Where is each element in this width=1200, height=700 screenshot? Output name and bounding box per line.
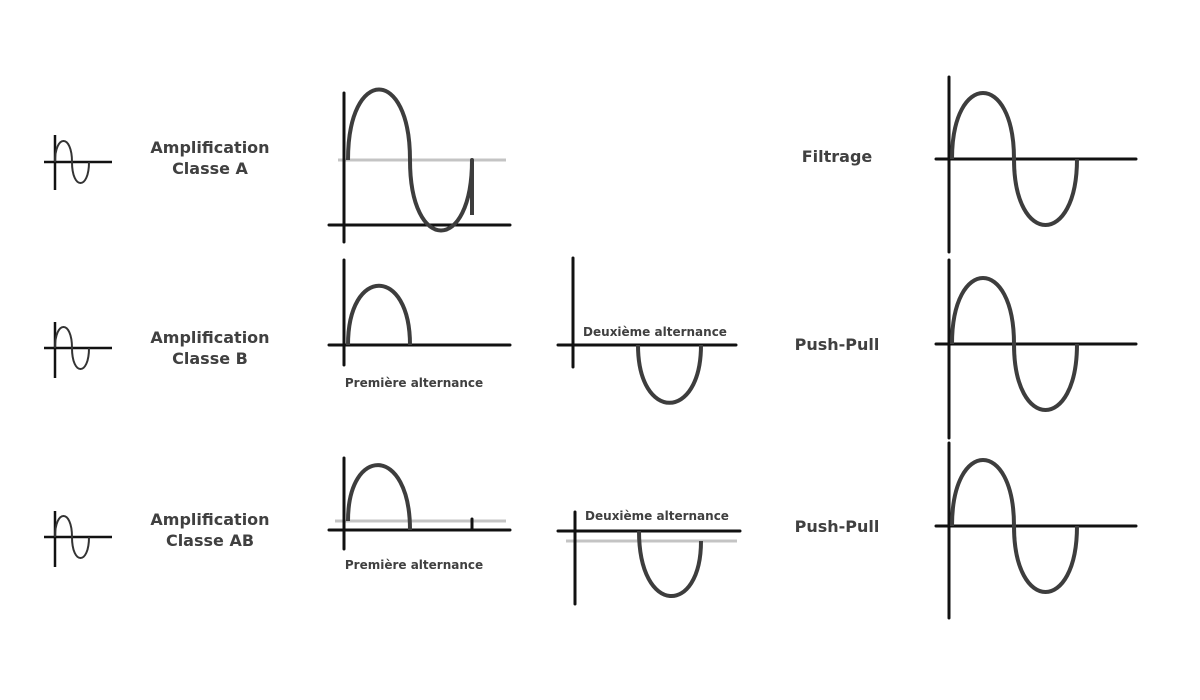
positive-half-wave <box>346 284 412 346</box>
row-label-line2: Classe AB <box>166 531 254 550</box>
positive-half-wave <box>346 463 412 531</box>
output-label: Push-Pull <box>795 517 880 536</box>
row-class-ab: Amplification Classe AB Première alterna… <box>44 441 1138 620</box>
row-class-b: Amplification Classe B Première alternan… <box>44 256 1138 440</box>
row-label-line1: Amplification <box>150 328 269 347</box>
row-class-a: Amplification Classe A Filtrage <box>44 75 1138 254</box>
row-label-line2: Classe B <box>172 349 248 368</box>
output-label: Push-Pull <box>795 335 880 354</box>
second-half-caption: Deuxième alternance <box>583 325 727 339</box>
reconstructed-sine-wave <box>950 276 1079 412</box>
first-half-caption: Première alternance <box>345 558 483 572</box>
full-sine-wave <box>950 91 1079 227</box>
second-half-caption: Deuxième alternance <box>585 509 729 523</box>
class-a-waveform-graph <box>327 87 512 244</box>
row-label-line1: Amplification <box>150 138 269 157</box>
filtrage-output-graph <box>934 75 1138 254</box>
first-half-wave-graph <box>327 456 512 551</box>
push-pull-output-graph <box>934 258 1138 440</box>
row-label-line1: Amplification <box>150 510 269 529</box>
first-half-caption: Première alternance <box>345 376 483 390</box>
second-half-wave-graph <box>556 256 738 405</box>
full-sine-wave <box>346 87 474 233</box>
second-half-wave-graph <box>556 510 742 606</box>
sine-wave-icon <box>44 511 112 567</box>
row-label-line2: Classe A <box>172 159 248 178</box>
negative-half-wave <box>637 530 703 598</box>
output-label: Filtrage <box>802 147 873 166</box>
first-half-wave-graph <box>327 258 512 367</box>
push-pull-output-graph <box>934 441 1138 620</box>
negative-half-wave <box>636 344 703 405</box>
sine-wave-icon <box>44 135 112 190</box>
reconstructed-sine-wave <box>950 458 1079 594</box>
sine-wave-icon <box>44 322 112 378</box>
